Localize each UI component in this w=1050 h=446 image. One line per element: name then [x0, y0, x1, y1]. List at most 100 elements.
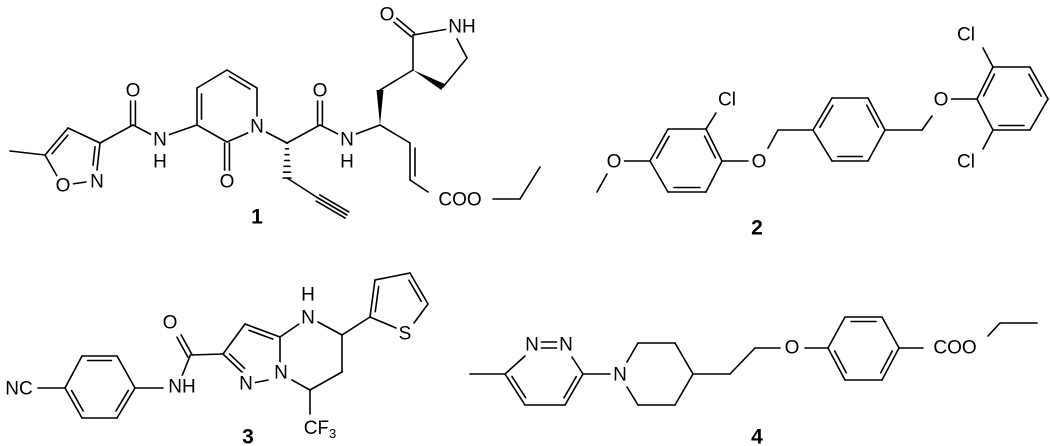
bond [92, 146, 96, 166]
atom-label: N [613, 365, 627, 386]
bond [413, 303, 429, 324]
bond [392, 21, 413, 38]
bond [244, 323, 281, 338]
bond [374, 285, 380, 313]
compound-3-bonds [37, 272, 429, 419]
bond [99, 124, 134, 144]
bond [71, 181, 87, 185]
atom-label: N [239, 374, 253, 395]
atom-label: Cl [957, 152, 975, 173]
bond [309, 371, 343, 391]
bond [44, 154, 58, 177]
bond [1029, 98, 1049, 131]
bond [315, 200, 346, 219]
wedge-bond [376, 90, 384, 125]
atom-label: N [274, 363, 288, 384]
atom-label: NC [5, 379, 32, 400]
bond [116, 387, 136, 419]
atom-label: H [301, 285, 315, 306]
bond [867, 129, 886, 162]
atom-label-cf3: CF3 [304, 418, 337, 441]
bond [395, 17, 416, 34]
bond [409, 272, 429, 305]
compound-number: 1 [251, 206, 263, 229]
atom-label: O [220, 172, 235, 193]
atom-label: COO [438, 190, 481, 211]
atom-label: N [525, 335, 539, 356]
atom-label: O [56, 176, 71, 197]
compound-2-labels: O Cl O O Cl Cl 2 [603, 21, 978, 240]
bond [279, 323, 300, 338]
bond [674, 373, 694, 406]
bond [563, 375, 578, 399]
compound-3-labels: NC NH O N N H N S CF3 3 [2, 281, 415, 446]
bond [96, 142, 101, 171]
bond [355, 124, 381, 135]
bond [626, 386, 639, 406]
bond [729, 347, 756, 375]
cf-text: CF [304, 418, 329, 439]
bond [865, 104, 880, 128]
atom-label: O [126, 81, 141, 102]
atom-label: O [785, 338, 800, 359]
bond [319, 124, 339, 135]
bond [379, 69, 414, 91]
bond [132, 124, 153, 136]
bond [827, 316, 846, 349]
bond [196, 124, 228, 143]
bond [519, 166, 541, 200]
bond [649, 160, 669, 193]
bond [286, 124, 321, 144]
bond [369, 316, 397, 329]
bond [626, 342, 639, 363]
bond [442, 57, 468, 88]
atom-label: O [607, 152, 622, 173]
bond [252, 379, 269, 384]
atom-label: N [153, 130, 167, 151]
bond [921, 115, 933, 131]
bond [67, 127, 101, 144]
bond [649, 128, 669, 162]
atom-label: COO [933, 338, 976, 359]
bond [674, 342, 694, 375]
bond [881, 316, 900, 349]
atom-label: O [313, 81, 328, 102]
atom-label: O [163, 313, 178, 334]
atom-label: O [934, 90, 949, 111]
bond [222, 353, 246, 376]
bond [180, 334, 193, 356]
compound-number: 4 [751, 426, 763, 446]
bond [64, 387, 83, 419]
wedge-bond [413, 70, 445, 91]
atom-label: N [90, 172, 104, 193]
bond [222, 323, 246, 355]
bond [703, 135, 717, 159]
bond [976, 66, 994, 100]
compound-4-labels: N N N O COO 4 [522, 331, 981, 446]
compound-1-labels: O N O N H N O O N H O NH COO 1 [52, 1, 485, 229]
bond [189, 353, 224, 356]
bond [705, 112, 717, 130]
bond [571, 356, 584, 375]
atom-label: NH [448, 17, 475, 38]
bond [879, 350, 894, 374]
bond [374, 272, 411, 281]
bond [1029, 66, 1049, 100]
bond [812, 97, 833, 131]
bond [176, 336, 189, 358]
bond [833, 350, 848, 374]
bond [596, 173, 608, 193]
cf3-subscript: 3 [329, 426, 336, 441]
bond [286, 177, 319, 199]
bond [44, 127, 69, 156]
atom-label: O [380, 5, 395, 26]
bond [504, 355, 526, 375]
bond [982, 73, 996, 97]
bond [982, 47, 994, 68]
bond [64, 355, 83, 389]
atom-label: N [301, 308, 315, 329]
atom-label: N [559, 335, 573, 356]
bond [1028, 73, 1042, 97]
bond [228, 75, 251, 90]
